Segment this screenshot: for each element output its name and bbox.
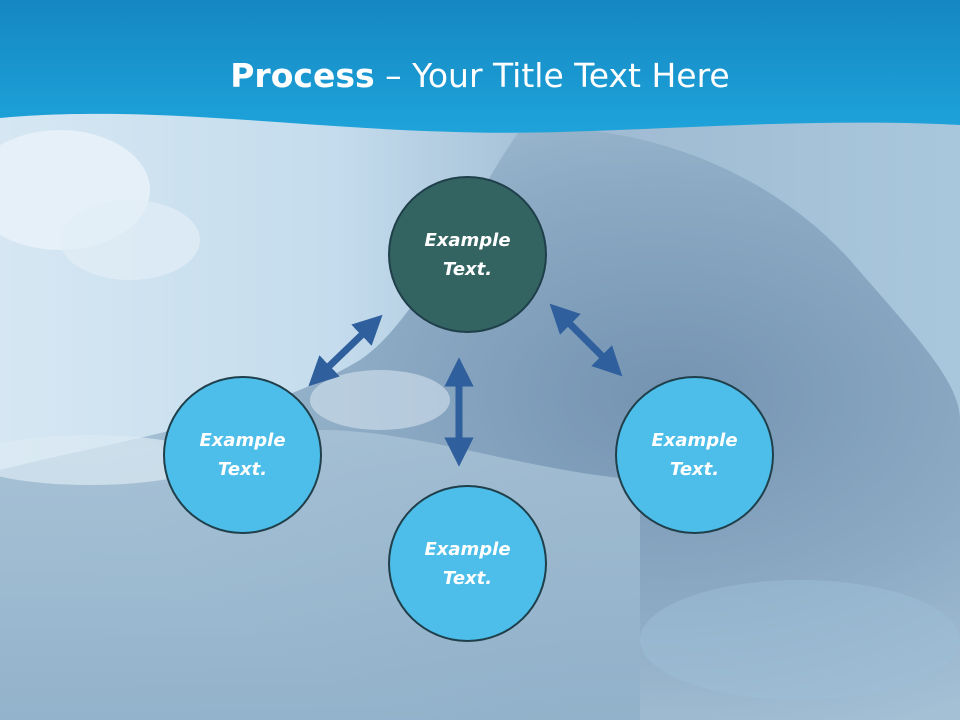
connector-arrow-top-right	[549, 303, 623, 377]
node-text: Example Text.	[199, 430, 286, 480]
process-node-right: Example Text.	[615, 376, 774, 534]
node-text: Example Text.	[424, 229, 511, 280]
process-node-left: Example Text.	[163, 376, 322, 534]
process-node-bottom: Example Text.	[388, 485, 547, 642]
node-text: Example Text.	[424, 538, 511, 589]
slide-title: Process – Your Title Text Here	[0, 54, 960, 98]
node-text: Example Text.	[651, 430, 738, 480]
connector-arrow-top-left	[308, 314, 383, 387]
title-bold: Process	[230, 56, 375, 95]
title-rest: – Your Title Text Here	[374, 56, 730, 95]
process-node-top: Example Text.	[388, 176, 547, 333]
